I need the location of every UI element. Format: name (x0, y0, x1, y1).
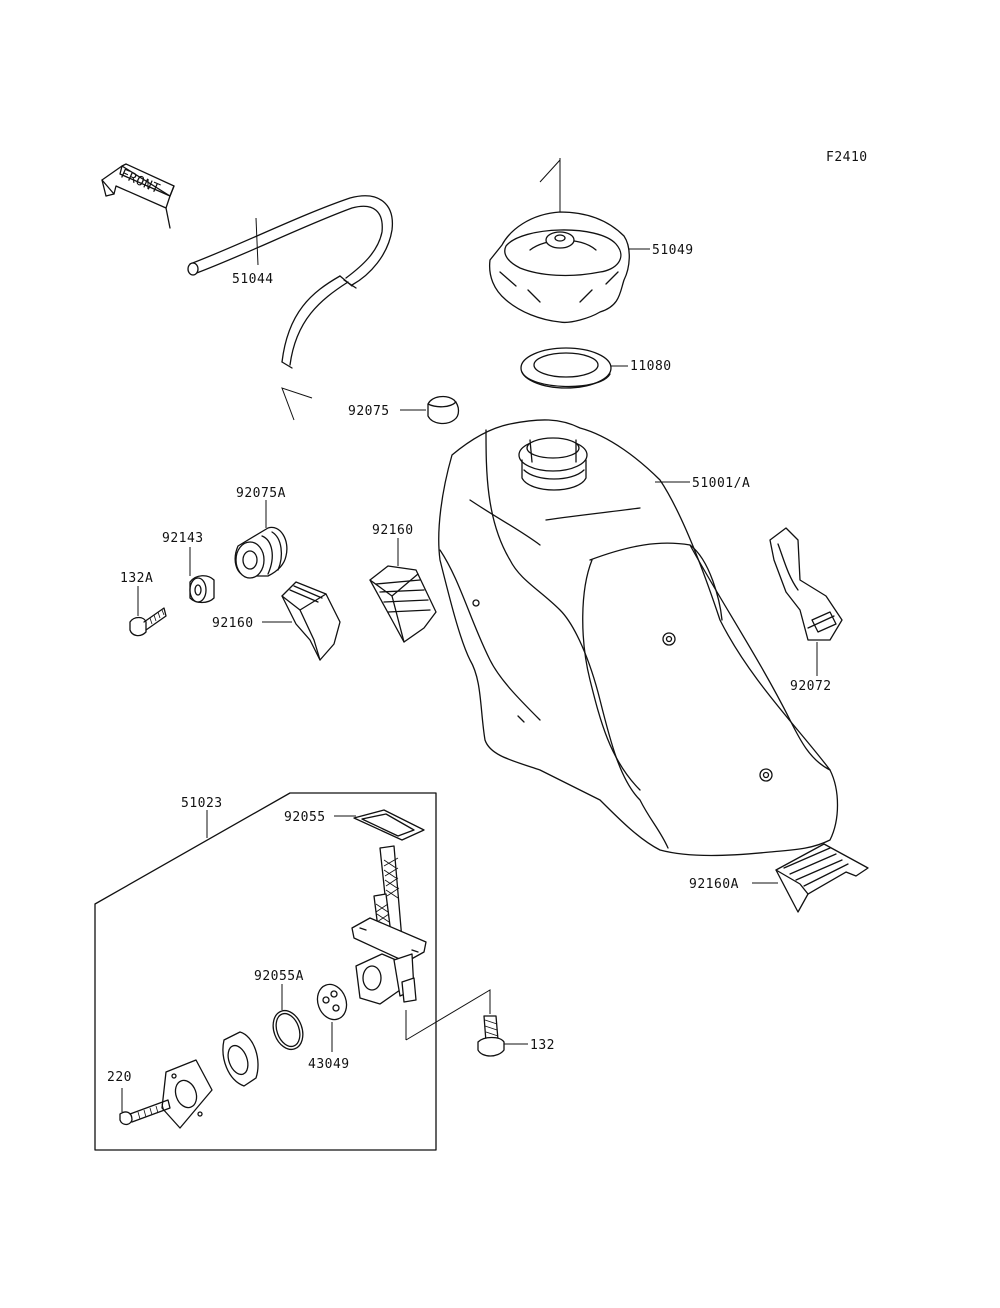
fuel-tank (438, 419, 839, 857)
part-label-pad-mid: 92160 (372, 523, 414, 538)
part-label-damper: 92075A (236, 486, 286, 501)
damper (234, 500, 288, 579)
cap-gasket (520, 347, 628, 389)
part-label-pad-left: 92160 (212, 616, 254, 631)
part-label-lever: 43049 (308, 1057, 350, 1072)
tank-band (769, 527, 843, 676)
part-label-plug: 92075 (348, 404, 390, 419)
bolt-left (129, 586, 167, 637)
pad-bottom (752, 843, 869, 913)
part-label-pad-bottom: 92160A (689, 877, 739, 892)
collar (189, 547, 215, 604)
part-label-gasket: 11080 (630, 359, 672, 374)
part-label-oring: 92055A (254, 969, 304, 984)
bolt-right (477, 1015, 528, 1057)
plug (400, 395, 460, 425)
part-label-tank: 51001/A (692, 476, 750, 491)
pad-mid (369, 538, 437, 643)
part-label-band: 92072 (790, 679, 832, 694)
part-label-screw: 220 (107, 1070, 132, 1085)
figure-code: F2410 (826, 150, 868, 165)
part-label-bolt-right: 132 (530, 1038, 555, 1053)
pad-left (262, 581, 341, 661)
part-label-hose: 51044 (232, 272, 274, 287)
part-label-bolt-left: 132A (120, 571, 153, 586)
part-label-cock-assy: 51023 (181, 796, 223, 811)
fuel-cock-assembly (94, 792, 491, 1151)
part-label-cock-gasket: 92055 (284, 810, 326, 825)
fuel-hose (187, 195, 393, 421)
front-arrow-icon: FRONT (101, 163, 175, 229)
part-label-cap: 51049 (652, 243, 694, 258)
fuel-cap (488, 158, 650, 324)
part-label-collar: 92143 (162, 531, 204, 546)
